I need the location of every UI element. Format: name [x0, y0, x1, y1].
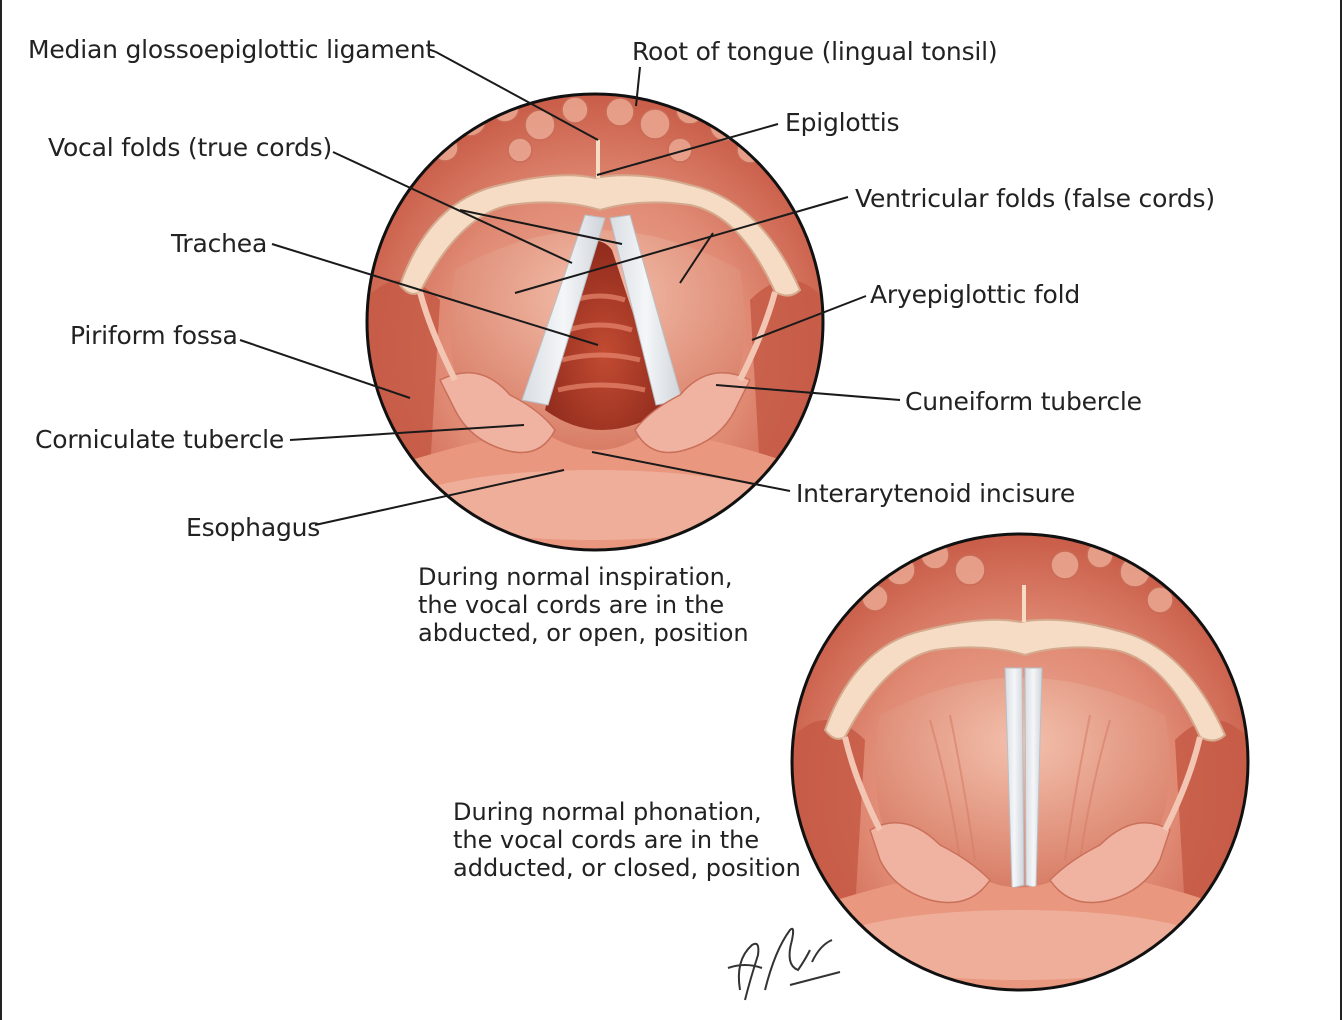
caption-inspiration: During normal inspiration, the vocal cor… — [418, 563, 749, 647]
label-aryepiglottic-fold: Aryepiglottic fold — [870, 280, 1081, 309]
leader-vocal-folds-2 — [459, 209, 623, 245]
phonation-view — [792, 534, 1248, 990]
label-vocal-folds: Vocal folds (true cords) — [48, 133, 333, 162]
label-median-glossoepiglottic: Median glossoepiglottic ligament — [28, 35, 435, 64]
label-esophagus: Esophagus — [186, 513, 321, 542]
caption-phonation-line-3: adducted, or closed, position — [453, 854, 801, 882]
label-ventricular-folds: Ventricular folds (false cords) — [855, 184, 1215, 213]
caption-inspiration-line-3: abducted, or open, position — [418, 619, 749, 647]
leader-cuneiform — [715, 384, 901, 401]
label-trachea: Trachea — [171, 229, 268, 258]
label-epiglottis: Epiglottis — [785, 108, 900, 137]
caption-phonation-line-1: During normal phonation, — [453, 798, 762, 826]
leader-median-glossoepiglottic — [427, 48, 599, 141]
caption-inspiration-line-1: During normal inspiration, — [418, 563, 733, 591]
leader-aryepiglottic — [751, 295, 867, 341]
caption-phonation: During normal phonation, the vocal cords… — [453, 798, 801, 882]
label-piriform-fossa: Piriform fossa — [70, 321, 238, 350]
leader-corniculate — [289, 424, 525, 441]
leader-ventricular-folds-1 — [514, 196, 849, 294]
leader-lines — [239, 48, 901, 526]
leader-epiglottis — [596, 123, 779, 176]
leader-trachea — [271, 243, 599, 346]
label-corniculate-tubercle: Corniculate tubercle — [35, 425, 285, 454]
leader-interarytenoid — [591, 451, 791, 492]
leader-root-of-tongue — [635, 66, 641, 107]
leader-vocal-folds-1 — [332, 151, 573, 264]
label-interarytenoid-incisure: Interarytenoid incisure — [796, 479, 1076, 508]
inspiration-view — [367, 94, 823, 550]
label-root-of-tongue: Root of tongue (lingual tonsil) — [632, 37, 998, 66]
leader-esophagus — [314, 469, 565, 526]
label-cuneiform-tubercle: Cuneiform tubercle — [905, 387, 1142, 416]
caption-phonation-line-2: the vocal cords are in the — [453, 826, 760, 854]
caption-inspiration-line-2: the vocal cords are in the — [418, 591, 725, 619]
netter-signature-drawing — [727, 927, 841, 1001]
leader-ventricular-folds-2 — [679, 232, 714, 284]
leader-piriform — [239, 339, 411, 399]
